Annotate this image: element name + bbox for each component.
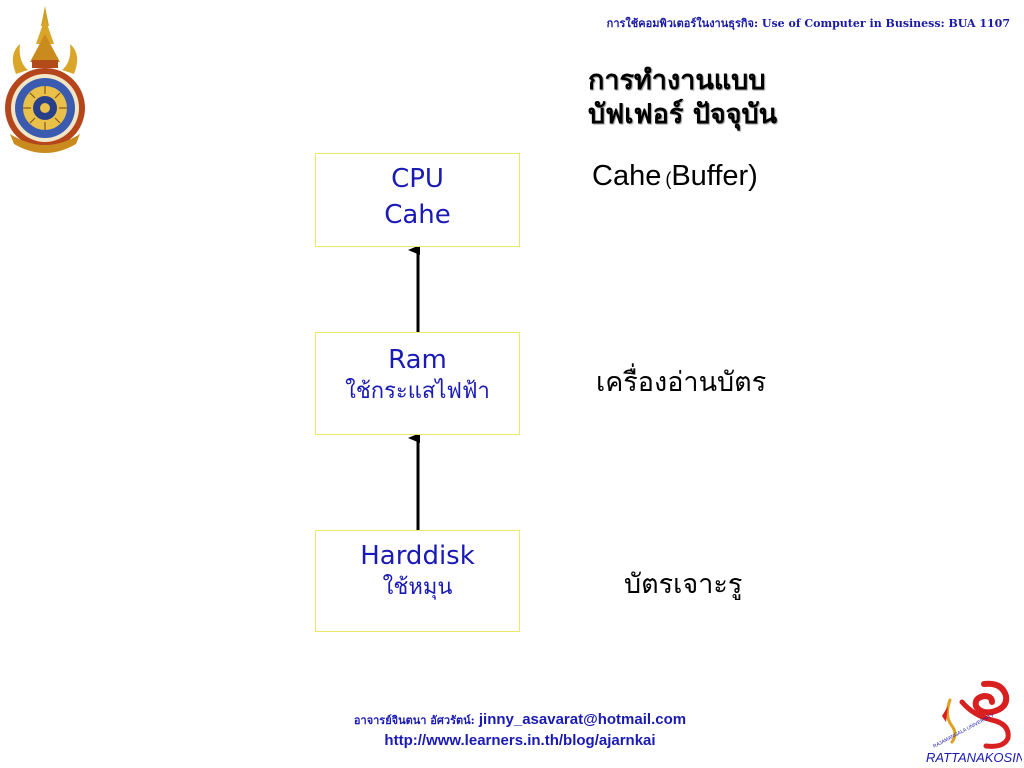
cpu-box-title: CPU (391, 164, 444, 194)
punch-card-label: บัตรเจาะรู (624, 569, 743, 600)
cpu-cache-box: CPU Cahe (315, 153, 520, 247)
slide-heading: การทำงานแบบ บัฟเฟอร์ ปัจจุบัน (588, 64, 1008, 132)
harddisk-box-subtitle: ใช้หมุน (382, 575, 453, 600)
footer-contact-row: อาจารย์จินตนา อัศวรัตน์: jinny_asavarat@… (300, 710, 740, 731)
cache-note-buffer: Buffer) (671, 160, 758, 192)
slide-heading-line-2: บัฟเฟอร์ ปัจจุบัน (588, 99, 778, 130)
cache-note-word: Cahe (592, 160, 662, 192)
instructor-email: jinny_asavarat@hotmail.com (478, 711, 687, 728)
harddisk-box: Harddisk ใช้หมุน (315, 530, 520, 632)
ram-box-subtitle: ใช้กระแสไฟฟ้า (345, 379, 490, 404)
harddisk-box-title: Harddisk (360, 541, 475, 571)
rattanakosin-logo: RAJAMANGALA UNIVERSITY RATTANAKOSIN (922, 676, 1024, 768)
cache-note-paren: ( (665, 169, 672, 189)
university-emblem-logo (2, 4, 88, 158)
footer-contact: อาจารย์จินตนา อัศวรัตน์: jinny_asavarat@… (300, 710, 740, 751)
slide-heading-line-1: การทำงานแบบ (588, 65, 766, 96)
card-reader-label: เครื่องอ่านบัตร (596, 367, 767, 398)
rattanakosin-wordmark: RATTANAKOSIN (926, 750, 1022, 765)
blog-url: http://www.learners.in.th/blog/ajarnkai (384, 732, 656, 749)
course-header-text: การใช้คอมพิวเตอร์ในงานธุรกิจ: Use of Com… (606, 17, 1010, 30)
ram-box: Ram ใช้กระแสไฟฟ้า (315, 332, 520, 435)
cache-buffer-note: Cahe(Buffer) (592, 160, 758, 193)
ram-box-title: Ram (388, 345, 447, 375)
cpu-box-subtitle: Cahe (384, 200, 451, 230)
instructor-name: อาจารย์จินตนา อัศวรัตน์: (353, 714, 475, 727)
